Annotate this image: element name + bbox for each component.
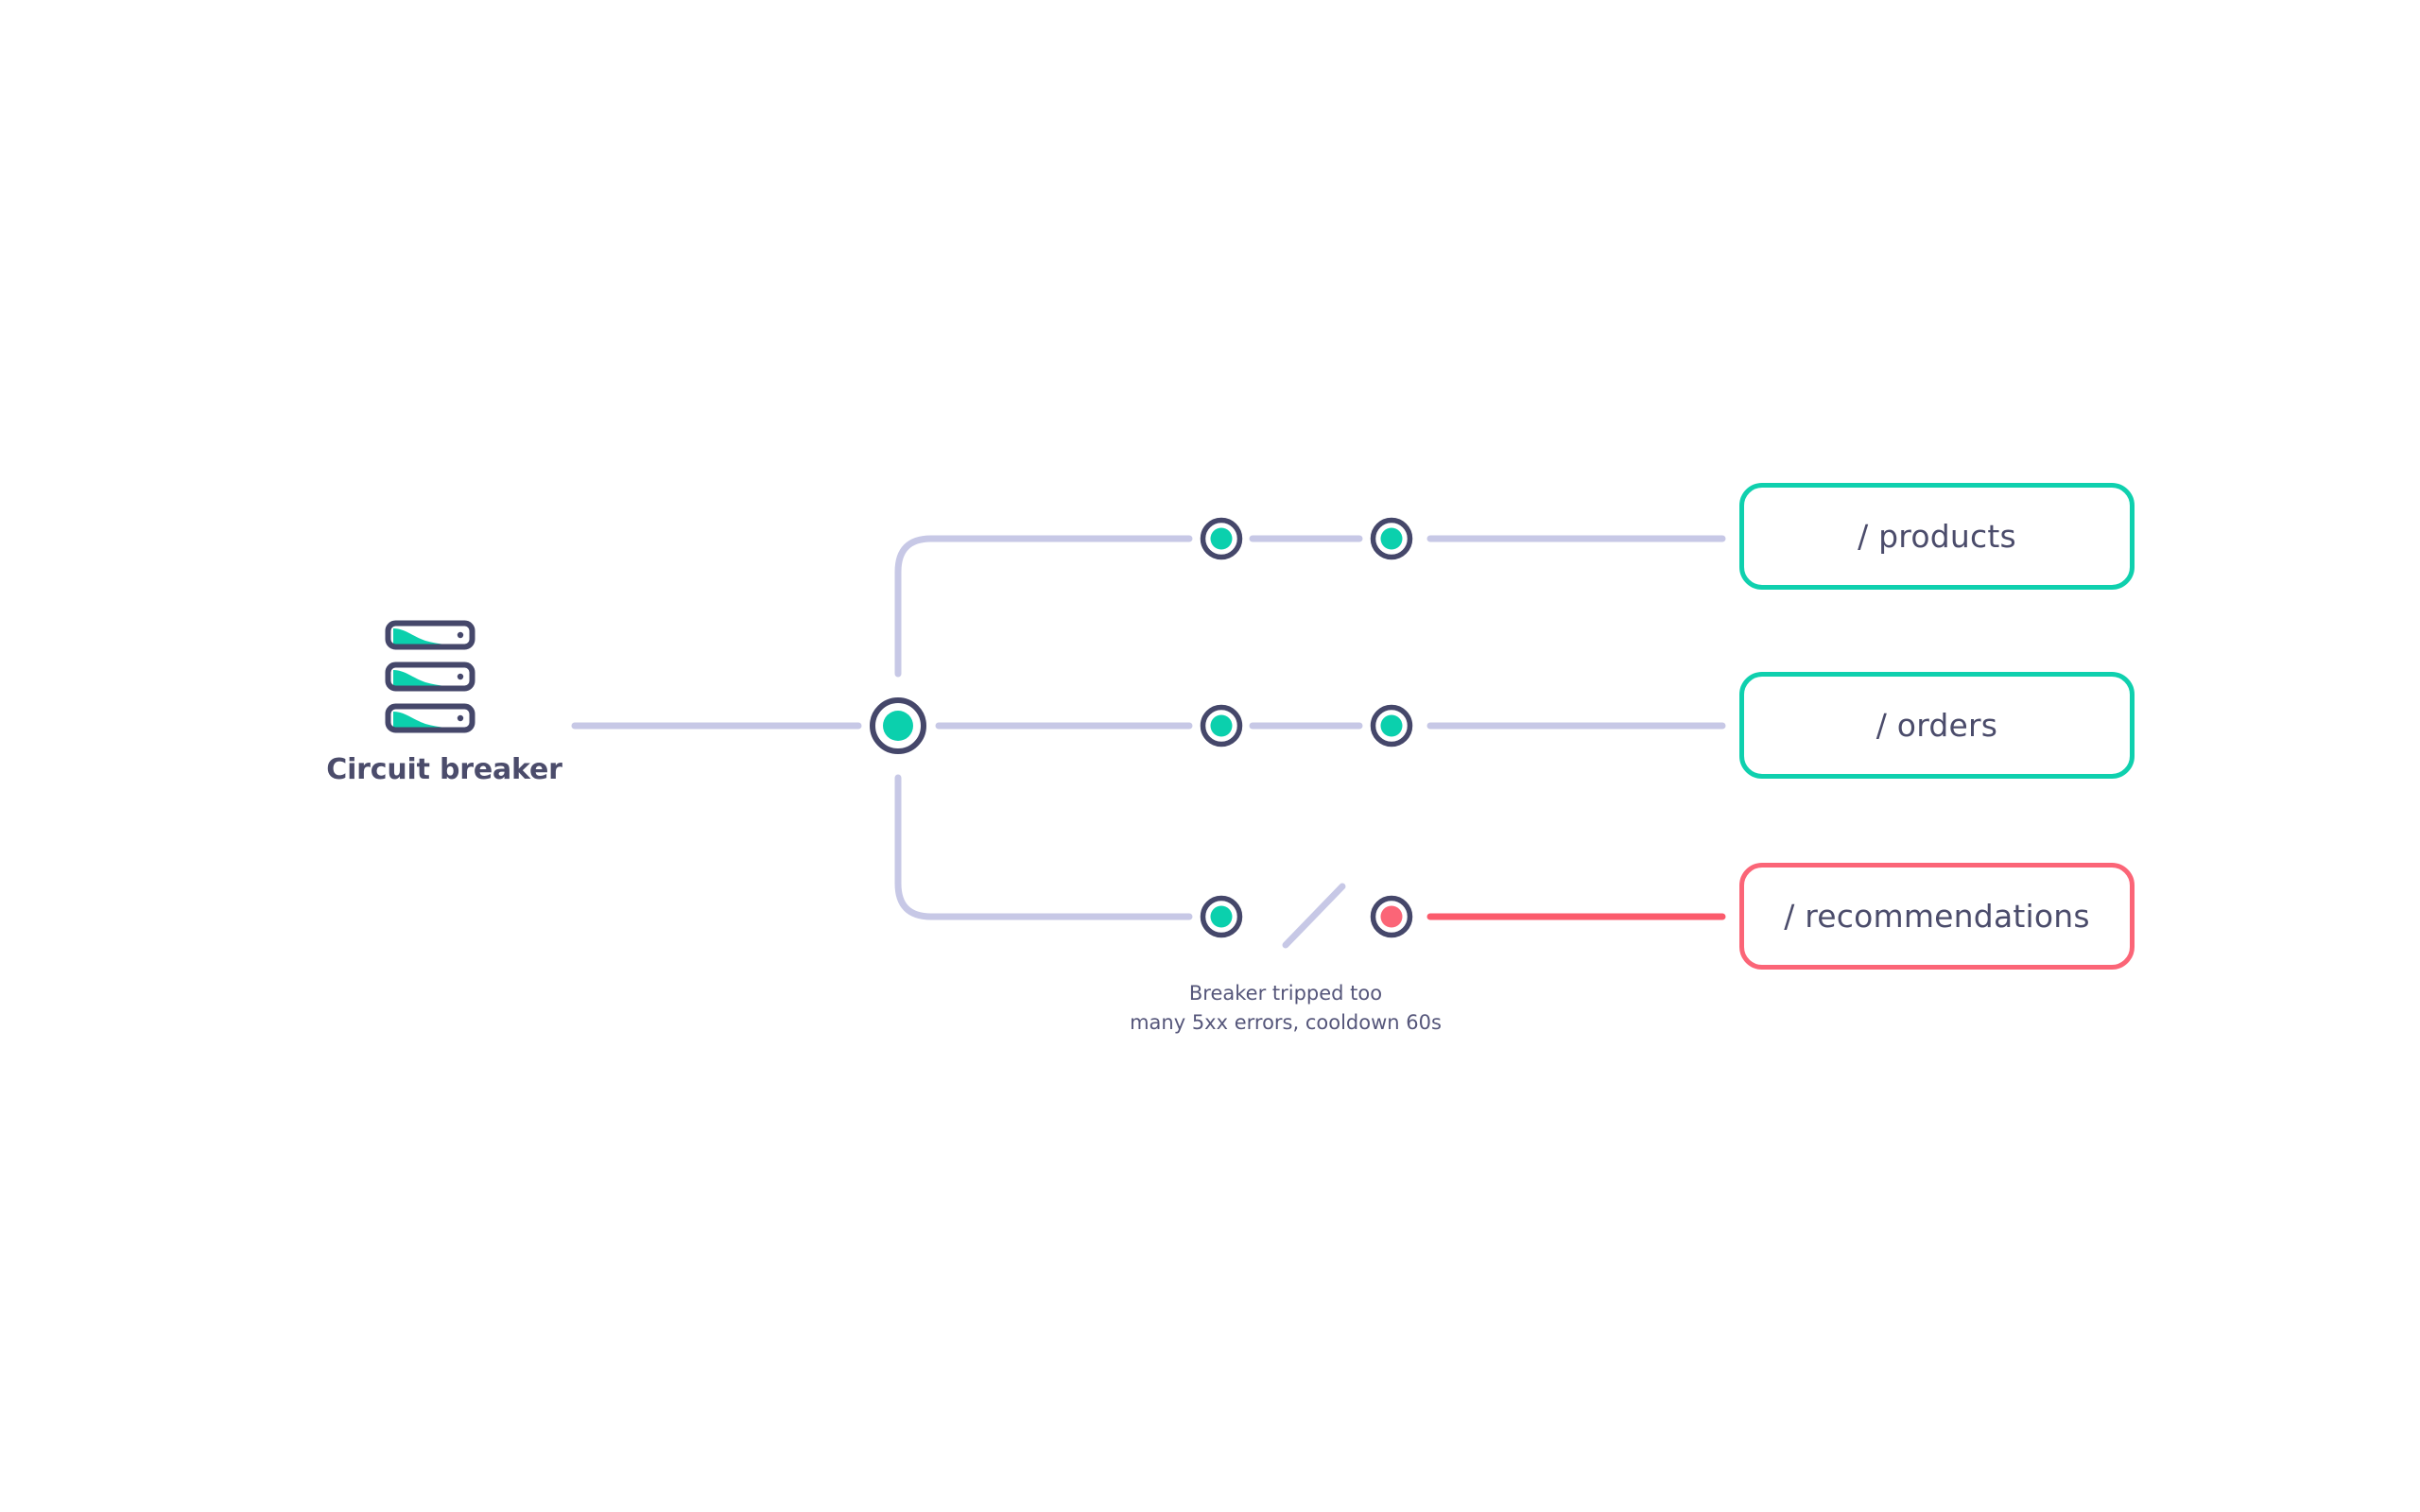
server-unit-2 [385,662,475,692]
endpoint-products[interactable]: / products [1739,483,2135,590]
orders-hop-node-1[interactable] [1200,704,1243,747]
products-hop-node-1[interactable] [1200,517,1243,560]
server-stack-icon [385,620,475,733]
orders-hop-node-2[interactable] [1370,704,1413,747]
endpoint-orders[interactable]: / orders [1739,672,2135,779]
annotation-line-2: many 5xx errors, cooldown 60s [1130,1011,1442,1034]
link-junction-to-bottom-row [894,774,1193,920]
server-unit-1 [385,620,475,650]
endpoint-recommendations[interactable]: / recommendations [1739,863,2135,970]
annotation-line-1: Breaker tripped too [1188,982,1383,1005]
recommendations-hop-node-2[interactable] [1370,895,1413,938]
recommendations-hop-node-1[interactable] [1200,895,1243,938]
products-hop-node-2[interactable] [1370,517,1413,560]
endpoint-label: / recommendations [1784,898,2090,935]
breaker-annotation: Breaker tripped too many 5xx errors, coo… [1115,979,1456,1038]
endpoint-label: / orders [1876,707,1998,744]
endpoint-label: / products [1858,518,2016,555]
source-node[interactable]: Circuit breaker [312,619,577,827]
server-unit-3 [385,703,475,733]
breaker-junction-node[interactable] [870,697,926,754]
link-junction-to-top-row [894,535,1193,678]
source-label: Circuit breaker [326,753,562,786]
break-slash-icon [1282,883,1346,949]
